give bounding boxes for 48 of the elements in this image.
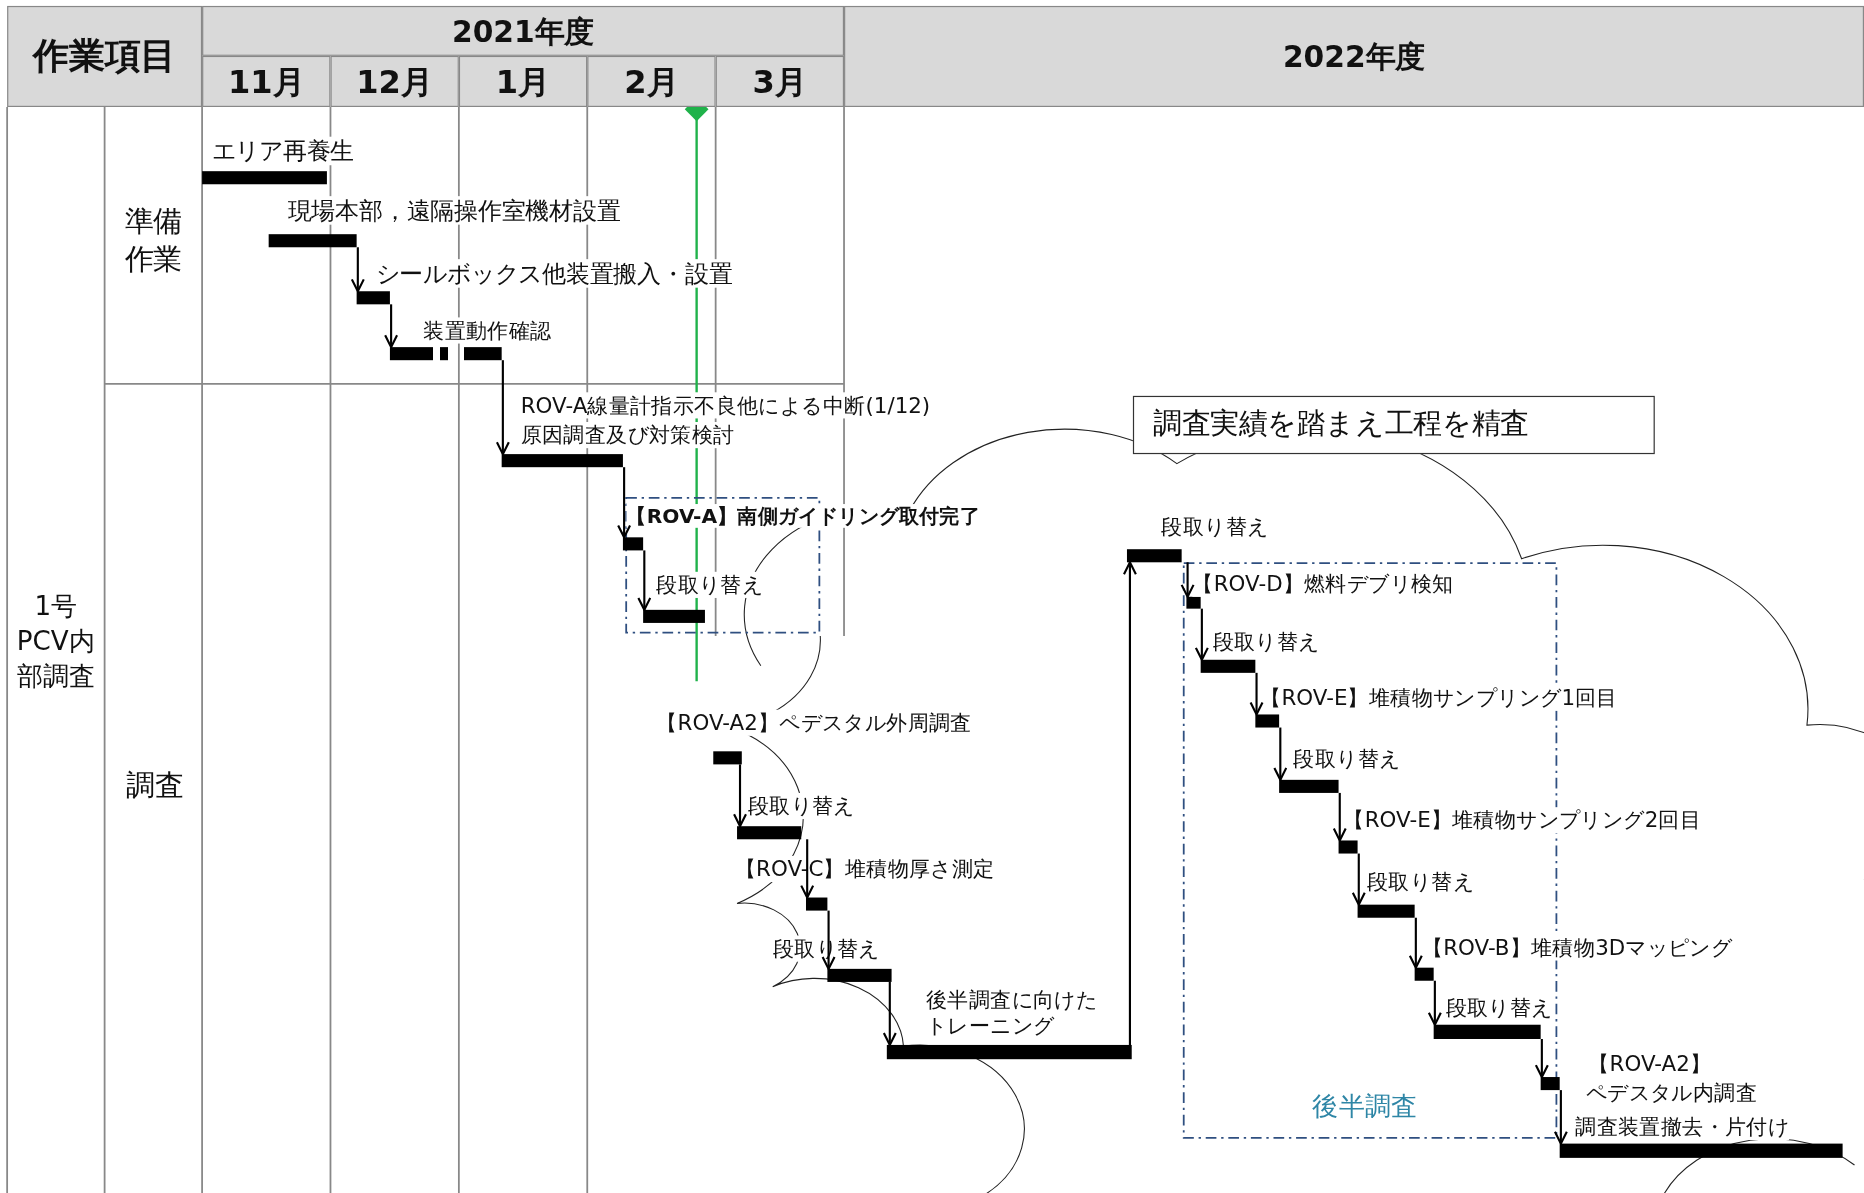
table-header-cell: 2022年度 xyxy=(844,5,1864,107)
note-text: 調査実績を踏まえ工程を精査 xyxy=(1153,405,1529,442)
table-header-cell: 1月 xyxy=(458,55,588,107)
arrow xyxy=(384,304,399,349)
arrow xyxy=(1553,1090,1568,1145)
row-label: 調査 xyxy=(125,768,185,805)
arrow xyxy=(617,467,632,539)
arrow xyxy=(1332,792,1347,842)
task-label: 原因調査及び対策検討 xyxy=(520,422,735,448)
arrow xyxy=(1194,608,1209,661)
arrow xyxy=(882,981,897,1046)
arrow xyxy=(1534,1039,1549,1079)
arrow xyxy=(495,360,510,456)
arrow xyxy=(1122,561,1137,1045)
arrow xyxy=(1408,917,1423,969)
task-label: 現場本部，遠隔操作室機材設置 xyxy=(287,196,621,225)
task-label: 装置動作確認 xyxy=(423,317,552,344)
task-label: 段取り替え xyxy=(1161,513,1269,540)
arrow xyxy=(1180,562,1195,598)
arrow xyxy=(1273,727,1288,781)
row-label: 準備作業 xyxy=(123,203,183,279)
note-box xyxy=(1132,395,1655,455)
table-header-cell: 2月 xyxy=(587,55,716,107)
task-label: 調査装置撤去・片付け xyxy=(1575,1113,1790,1140)
arrow xyxy=(1351,853,1366,906)
table-header-cell: 12月 xyxy=(330,55,459,107)
table-header-cell: 11月 xyxy=(202,55,331,107)
task-label: 段取り替え xyxy=(1293,745,1401,772)
task-label: シールボックス他装置搬入・設置 xyxy=(375,259,733,288)
table-header-cell: 作業項目 xyxy=(7,5,203,107)
table-header-cell: 3月 xyxy=(715,55,845,107)
task-label: 段取り替え xyxy=(1212,628,1320,655)
task-label: 段取り替え xyxy=(1445,995,1553,1021)
task-label: 段取り替え xyxy=(1367,869,1475,895)
task-label: ペデスタル内調査 xyxy=(1585,1079,1757,1106)
task-label: 【ROV-A】南側ガイドリング取付完了 xyxy=(626,504,980,529)
arrow xyxy=(637,550,652,611)
group-title: 後半調査 xyxy=(1312,1091,1418,1123)
task-label: 段取り替え xyxy=(656,571,764,598)
task-label: 段取り替え xyxy=(747,792,855,819)
arrow xyxy=(1249,672,1264,716)
row-label: 1号PCV内部調査 xyxy=(15,589,97,694)
task-label: ROV-A線量計指示不良他による中断(1/12) xyxy=(520,392,931,418)
arrow xyxy=(733,764,748,828)
table-header-cell: 2021年度 xyxy=(202,5,845,56)
task-label: エリア再養生 xyxy=(211,136,355,166)
arrow xyxy=(1427,980,1442,1026)
arrow xyxy=(350,247,365,293)
